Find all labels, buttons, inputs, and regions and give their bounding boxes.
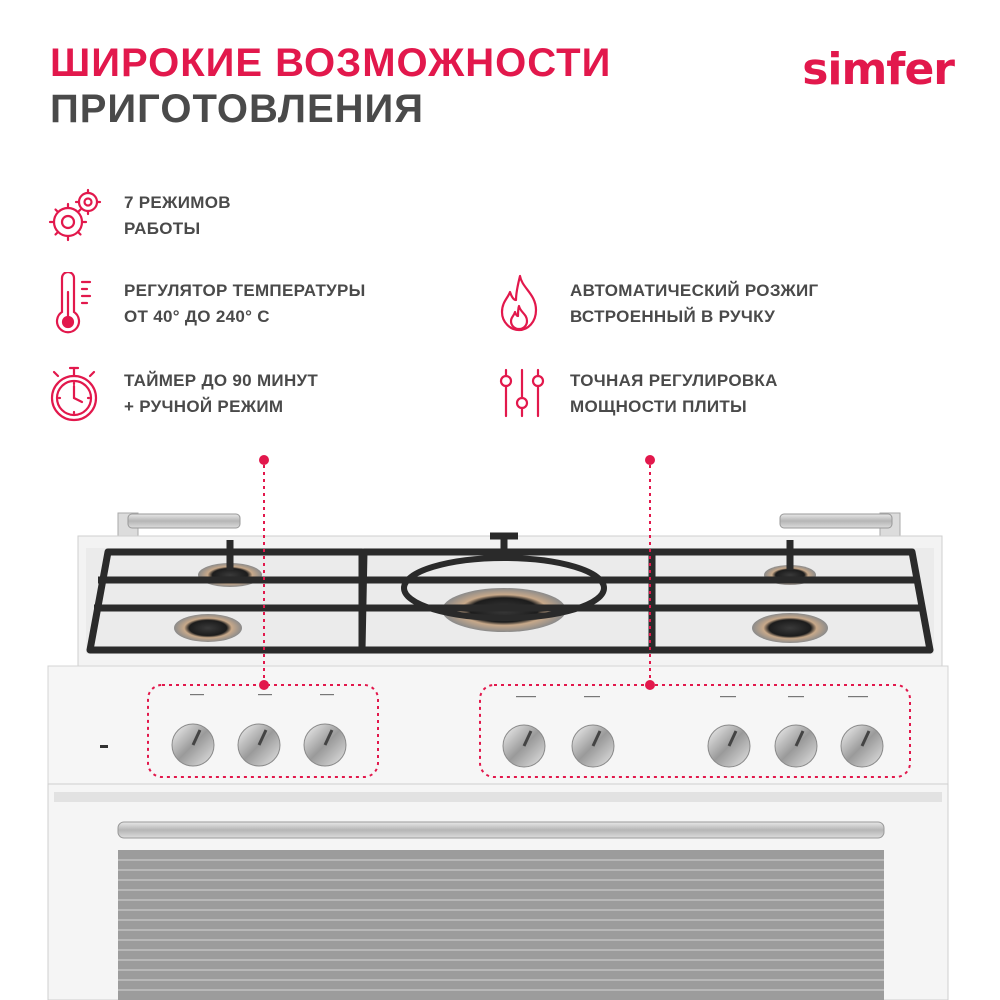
title-line-1: ШИРОКИЕ ВОЗМОЖНОСТИ <box>50 41 612 85</box>
knob-burner-4[interactable] <box>774 724 818 768</box>
stove-illustration <box>47 455 949 1000</box>
burner-front-right <box>752 613 828 643</box>
thermometer-icon <box>55 272 92 334</box>
callout-left <box>259 455 269 690</box>
feature-power: ТОЧНАЯ РЕГУЛИРОВКА МОЩНОСТИ ПЛИТЫ <box>492 362 778 426</box>
brand-logo: simfer <box>802 44 955 95</box>
knob-oven-mode[interactable] <box>171 723 215 767</box>
feature-ignition: АВТОМАТИЧЕСКИЙ РОЗЖИГ ВСТРОЕННЫЙ В РУЧКУ <box>492 272 818 336</box>
feature-temperature: РЕГУЛЯТОР ТЕМПЕРАТУРЫ ОТ 40° ДО 240° С <box>46 272 366 336</box>
knob-burner-2[interactable] <box>571 724 615 768</box>
gears-icon <box>48 188 102 242</box>
feature-temperature-line2: ОТ 40° ДО 240° С <box>124 307 270 326</box>
feature-timer-line2: + РУЧНОЙ РЕЖИМ <box>124 397 284 416</box>
oven-door-handle[interactable] <box>117 821 885 839</box>
feature-modes-line1: 7 РЕЖИМОВ <box>124 193 231 212</box>
knob-oven-temperature[interactable] <box>237 723 281 767</box>
stopwatch-icon <box>50 366 98 422</box>
knob-oven-timer[interactable] <box>303 723 347 767</box>
hob-controls-highlight <box>479 684 911 778</box>
title-line-2: ПРИГОТОВЛЕНИЯ <box>50 87 425 131</box>
feature-modes: 7 РЕЖИМОВ РАБОТЫ <box>46 184 231 248</box>
feature-timer-line1: ТАЙМЕР ДО 90 МИНУТ <box>124 371 319 390</box>
knob-burner-1[interactable] <box>502 724 546 768</box>
burner-front-left <box>174 614 242 642</box>
oven-window <box>118 850 884 1000</box>
knob-burner-5[interactable] <box>840 724 884 768</box>
knob-burner-3[interactable] <box>707 724 751 768</box>
flame-icon <box>500 274 538 332</box>
feature-power-line2: МОЩНОСТИ ПЛИТЫ <box>570 397 747 416</box>
feature-modes-line2: РАБОТЫ <box>124 219 201 238</box>
feature-timer: ТАЙМЕР ДО 90 МИНУТ + РУЧНОЙ РЕЖИМ <box>46 362 318 426</box>
feature-temperature-line1: РЕГУЛЯТОР ТЕМПЕРАТУРЫ <box>124 281 366 300</box>
feature-ignition-line1: АВТОМАТИЧЕСКИЙ РОЗЖИГ <box>570 281 819 300</box>
callout-right <box>645 455 655 690</box>
cast-iron-grates <box>86 532 934 654</box>
feature-power-line1: ТОЧНАЯ РЕГУЛИРОВКА <box>570 371 778 390</box>
feature-ignition-line2: ВСТРОЕННЫЙ В РУЧКУ <box>570 307 776 326</box>
sliders-icon <box>499 368 545 418</box>
page-title: ШИРОКИЕ ВОЗМОЖНОСТИ ПРИГОТОВЛЕНИЯ <box>50 40 611 132</box>
